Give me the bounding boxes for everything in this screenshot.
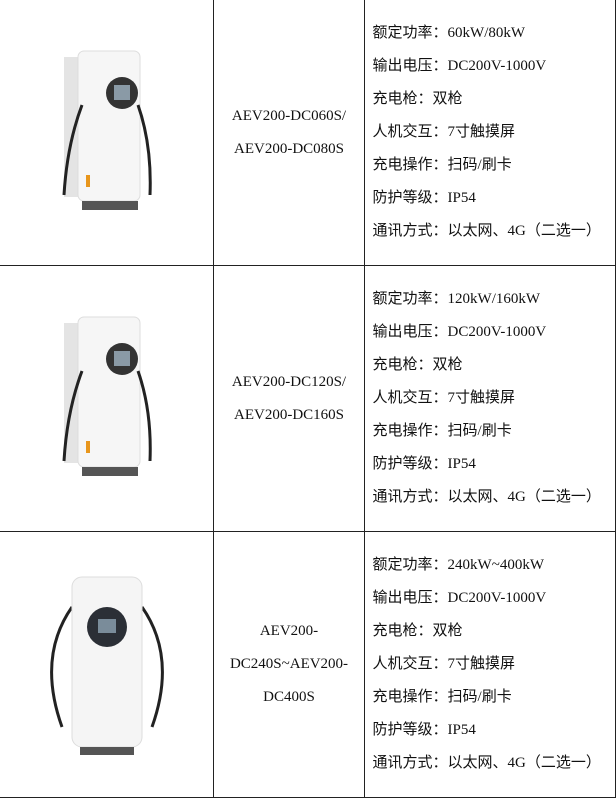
spec-line: 额定功率：60kW/80kW <box>372 25 526 41</box>
model-line: DC240S~AEV200- <box>229 656 349 672</box>
spec-line: 防护等级：IP54 <box>372 456 476 472</box>
charger-product-image <box>0 0 215 266</box>
charger-product-image <box>0 531 215 798</box>
spec-line: 充电操作：扫码/刷卡 <box>372 689 512 705</box>
spec-line: 充电枪：双枪 <box>372 357 463 373</box>
model-cell: AEV200-DC060S/AEV200-DC080S <box>213 0 365 266</box>
spec-line: 人机交互：7寸触摸屏 <box>372 390 516 406</box>
spec-line: 通讯方式：以太网、4G（二选一） <box>372 755 601 771</box>
model-line: AEV200-DC080S <box>234 140 345 157</box>
spec-cell: 额定功率：60kW/80kW 输出电压：DC200V-1000V 充电枪：双枪人机交… <box>363 0 616 266</box>
spec-line: 输出电压：DC200V-1000V <box>372 324 547 340</box>
table-row: AEV200- DC240S~AEV200- DC400S 额定功率：240kW~40… <box>0 531 616 798</box>
charger-product-image <box>0 265 215 532</box>
spec-line: 充电操作：扫码/刷卡 <box>372 423 512 439</box>
model-line: AEV200-DC120S/ <box>231 373 347 390</box>
spec-line: 输出电压：DC200V-1000V <box>372 58 547 74</box>
model-line: DC400S <box>263 689 315 705</box>
spec-cell: 额定功率：120kW/160kW 输出电压：DC200V-1000V 充电枪：双枪人… <box>363 265 616 532</box>
model-cell: AEV200-DC120S/AEV200-DC160S <box>213 265 365 532</box>
spec-line: 充电枪：双枪 <box>372 623 463 639</box>
model-line: AEV200-DC060S/ <box>231 107 347 124</box>
spec-line: 输出电压：DC200V-1000V <box>372 590 547 606</box>
spec-line: 防护等级：IP54 <box>372 190 476 206</box>
spec-line: 充电操作：扫码/刷卡 <box>372 157 512 173</box>
spec-line: 通讯方式：以太网、4G（二选一） <box>372 489 601 505</box>
model-cell: AEV200- DC240S~AEV200- DC400S <box>213 531 365 798</box>
spec-line: 防护等级：IP54 <box>372 722 476 738</box>
model-line: AEV200- <box>259 623 319 639</box>
spec-cell: 额定功率：240kW~400kW 输出电压：DC200V-1000V 充电枪：双枪人… <box>363 531 616 798</box>
spec-line: 通讯方式：以太网、4G（二选一） <box>372 223 601 239</box>
spec-line: 人机交互：7寸触摸屏 <box>372 124 516 140</box>
spec-line: 额定功率：240kW~400kW <box>372 557 544 573</box>
spec-line: 充电枪：双枪 <box>372 91 463 107</box>
model-line: AEV200-DC160S <box>234 406 345 423</box>
spec-line: 人机交互：7寸触摸屏 <box>372 656 516 672</box>
spec-line: 额定功率：120kW/160kW <box>372 291 541 307</box>
